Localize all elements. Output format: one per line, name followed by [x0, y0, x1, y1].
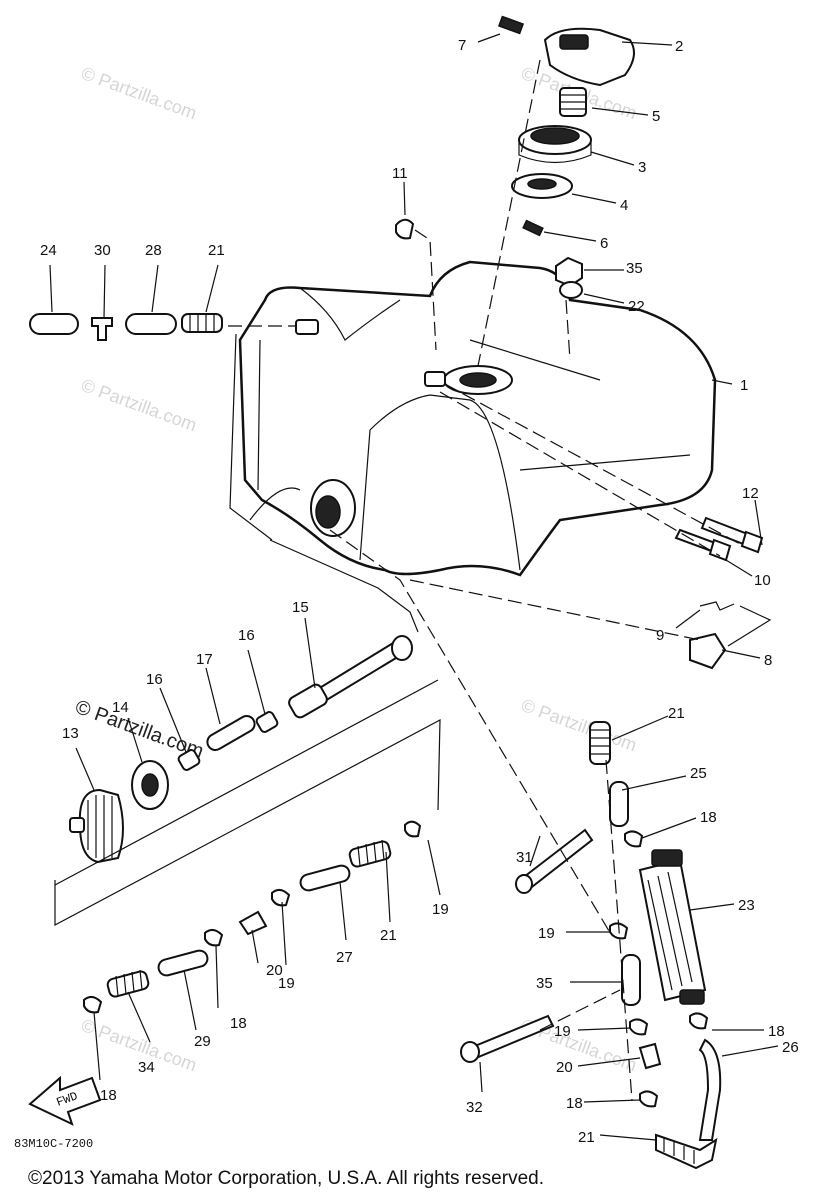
callout-20: 20 [266, 962, 283, 979]
callout-16: 16 [146, 671, 163, 688]
callout-28: 28 [145, 242, 162, 259]
callout-8: 8 [764, 652, 772, 669]
callout-30: 30 [94, 242, 111, 259]
callout-19: 19 [554, 1023, 571, 1040]
callout-9: 9 [656, 627, 664, 644]
callout-23: 23 [738, 897, 755, 914]
callout-18: 18 [566, 1095, 583, 1112]
callout-6: 6 [600, 235, 608, 252]
vent-hose-set [29, 313, 223, 341]
assembly-lines [49, 33, 779, 1141]
callout-19: 19 [278, 975, 295, 992]
watermark: © Partzilla.com [519, 695, 640, 755]
callout-10: 10 [754, 572, 771, 589]
callout-20: 20 [556, 1059, 573, 1076]
fwd-arrow: FWD [28, 1075, 102, 1126]
callout-18: 18 [768, 1023, 785, 1040]
callout-19: 19 [538, 925, 555, 942]
callout-29: 29 [194, 1033, 211, 1050]
callout-26: 26 [782, 1039, 799, 1056]
callout-19: 19 [432, 901, 449, 918]
fuel-filter-assembly [460, 721, 722, 1170]
callout-32: 32 [466, 1099, 483, 1116]
callout-14: 14 [112, 699, 129, 716]
watermark-group: © Partzilla.com © Partzilla.com © Partzi… [72, 63, 639, 1075]
callout-18: 18 [100, 1087, 117, 1104]
callout-12: 12 [742, 485, 759, 502]
callouts: 1 2 3 4 5 6 7 8 9 10 11 12 13 14 15 16 1… [40, 37, 799, 1146]
callout-25: 25 [690, 765, 707, 782]
fuel-hose-chain [83, 820, 422, 1014]
callout-17: 17 [196, 651, 213, 668]
callout-16: 16 [238, 627, 255, 644]
callout-21: 21 [208, 242, 225, 259]
fuel-outlet-assembly [69, 635, 413, 864]
callout-1: 1 [740, 377, 748, 394]
callout-18: 18 [700, 809, 717, 826]
callout-31: 31 [516, 849, 533, 866]
callout-15: 15 [292, 599, 309, 616]
callout-22: 22 [628, 298, 645, 315]
callout-34: 34 [138, 1059, 155, 1076]
callout-24: 24 [40, 242, 57, 259]
callout-13: 13 [62, 725, 79, 742]
tank-bolts [674, 516, 764, 670]
diagram-code: 83M10C-7200 [14, 1137, 93, 1151]
watermark: © Partzilla.com [79, 375, 200, 435]
callout-3: 3 [638, 159, 646, 176]
callout-21: 21 [668, 705, 685, 722]
callout-27: 27 [336, 949, 353, 966]
callout-2: 2 [675, 38, 683, 55]
copyright-notice: ©2013 Yamaha Motor Corporation, U.S.A. A… [28, 1168, 544, 1189]
filler-cap-stack [395, 15, 635, 299]
watermark: © Partzilla.com [79, 63, 200, 123]
callout-35: 35 [536, 975, 553, 992]
callout-11: 11 [392, 165, 408, 182]
callout-33: 35 [626, 260, 643, 277]
callout-21: 21 [578, 1129, 595, 1146]
fwd-label: FWD [55, 1089, 80, 1110]
callout-7: 7 [458, 37, 466, 54]
callout-21: 21 [380, 927, 397, 944]
fuel-tank [238, 260, 717, 577]
callout-18: 18 [230, 1015, 247, 1032]
callout-5: 5 [652, 108, 660, 125]
callout-4: 4 [620, 197, 628, 214]
